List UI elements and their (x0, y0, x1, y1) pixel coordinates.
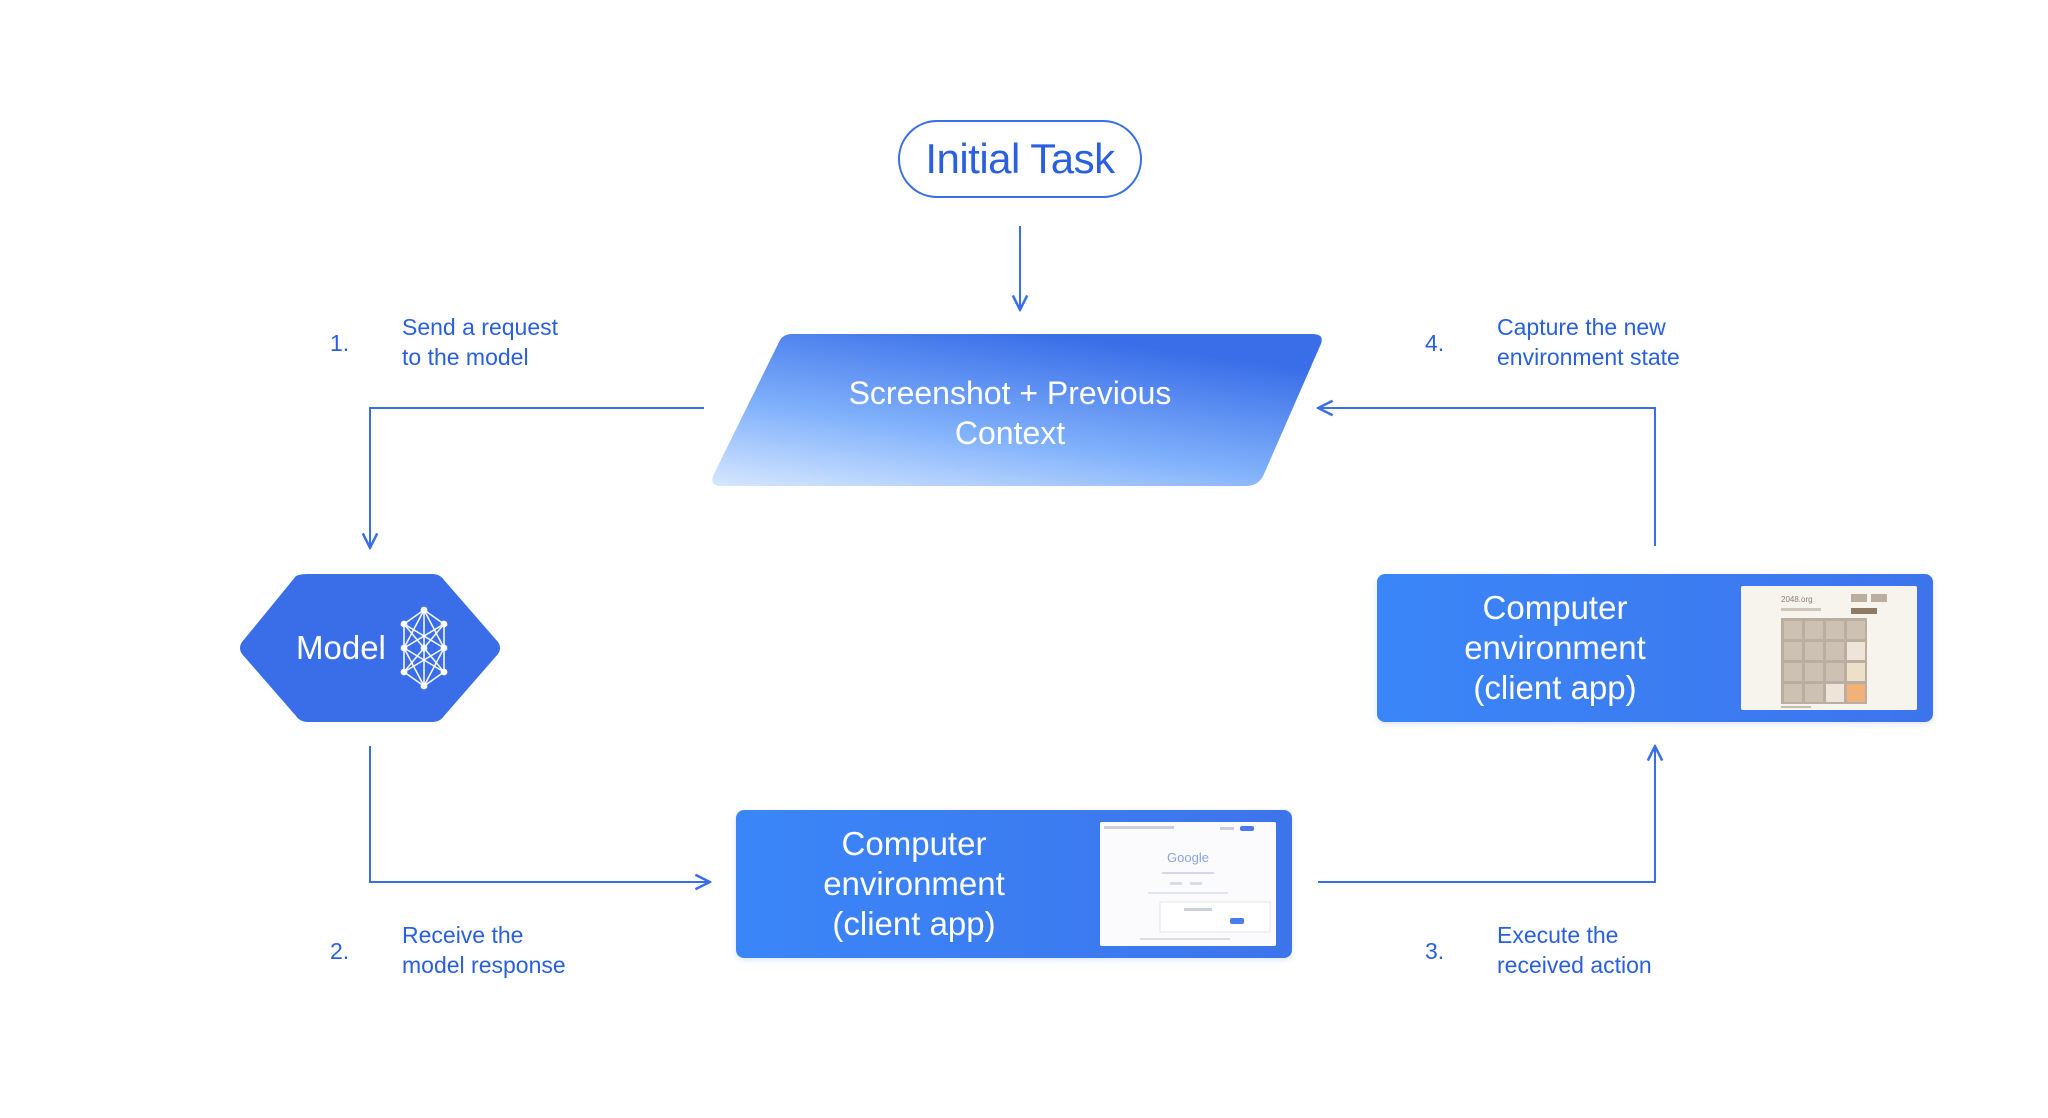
step-4-number: 4. (1425, 330, 1445, 356)
arrow-env-to-context (1320, 408, 1656, 546)
step-2-line-2: model response (402, 952, 566, 978)
step-4-line-2: environment state (1497, 344, 1680, 370)
google-search-screenshot-thumbnail: Google (1100, 822, 1276, 946)
step-1-line-2: to the model (402, 344, 529, 370)
context-text: Screenshot + Previous Context (820, 368, 1200, 458)
step-3-line-2: received action (1497, 952, 1652, 978)
context-line-1: Screenshot + Previous (848, 375, 1172, 411)
step-2-number: 2. (330, 938, 350, 964)
neural-network-icon (400, 606, 448, 690)
arrow-env-to-env (1318, 748, 1655, 883)
step-4-text: Capture the new environment state (1497, 312, 1757, 372)
env-right-line-1: Computer environment (1464, 589, 1646, 666)
env-right-line-2: (client app) (1473, 669, 1637, 706)
context-line-2: Context (954, 415, 1066, 451)
step-4-line-1: Capture the new (1497, 314, 1666, 340)
env-bottom-line-2: (client app) (832, 905, 996, 942)
initial-task-label: Initial Task (925, 135, 1115, 182)
env-bottom-line-1: Computer environment (823, 825, 1005, 902)
step-2-text: Receive the model response (402, 920, 642, 980)
computer-environment-right: Computer environment (client app) 2048.o… (1377, 574, 1933, 722)
thumbnail-site-label: 2048.org (1781, 595, 1813, 604)
initial-task-node: Initial Task (898, 120, 1142, 198)
computer-environment-bottom: Computer environment (client app) Google (736, 810, 1292, 958)
2048-game-screenshot-thumbnail: 2048.org (1741, 586, 1917, 710)
model-hexagon (240, 574, 500, 722)
step-3-text: Execute the received action (1497, 920, 1737, 980)
arrow-model-to-env (369, 746, 708, 882)
step-1-number: 1. (330, 330, 350, 356)
env-bottom-text: Computer environment (client app) (754, 825, 1074, 942)
step-1-line-1: Send a request (402, 314, 559, 340)
model-label: Model (296, 629, 386, 666)
step-3-number: 3. (1425, 938, 1445, 964)
arrow-context-to-model (370, 407, 704, 546)
thumbnail-google-logo: Google (1167, 850, 1209, 865)
step-1-text: Send a request to the model (402, 312, 642, 372)
env-right-text: Computer environment (client app) (1395, 589, 1715, 706)
step-3-line-1: Execute the (1497, 922, 1619, 948)
step-2-line-1: Receive the (402, 922, 524, 948)
context-parallelogram (712, 334, 1322, 486)
